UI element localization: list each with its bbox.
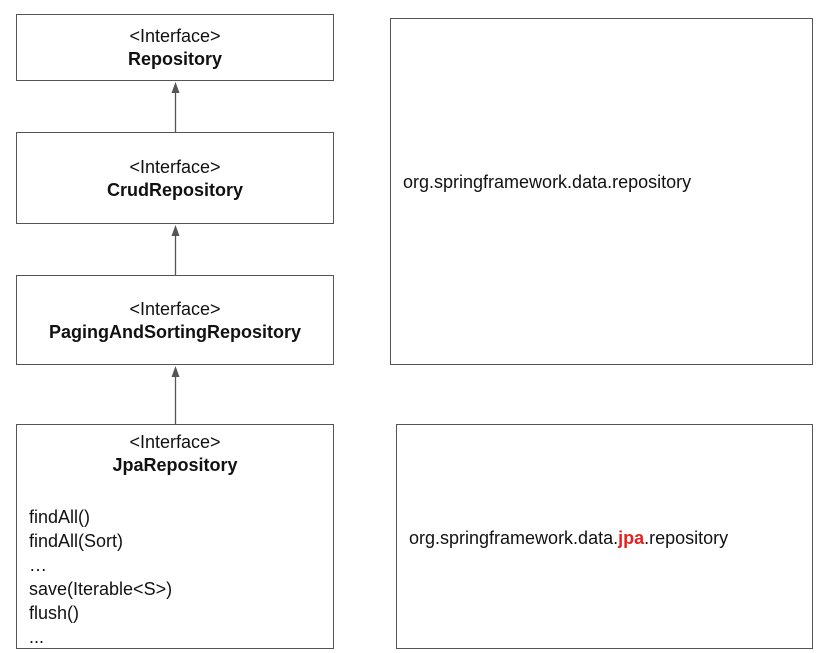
jpa-package-highlight: jpa (618, 528, 645, 548)
arrow-jpa-to-paging (171, 366, 180, 424)
paging-and-sorting-repository-interface-box: <Interface> PagingAndSortingRepository (16, 275, 334, 365)
jpa-package-label: org.springframework.data.jpa.repository (409, 527, 728, 549)
core-package-box: org.springframework.data.repository (390, 18, 813, 365)
jpa-repository-interface-box: <Interface> JpaRepository findAll() find… (16, 424, 334, 649)
method-item: save(Iterable<S>) (29, 579, 173, 599)
repository-interface-box: <Interface> Repository (16, 14, 334, 81)
interface-name: CrudRepository (106, 180, 243, 200)
stereotype-label: <Interface> (129, 432, 221, 452)
method-item: ... (29, 627, 45, 647)
jpa-package-prefix: org.springframework.data. (409, 528, 619, 548)
stereotype-label: <Interface> (129, 157, 221, 177)
interface-name: PagingAndSortingRepository (49, 322, 301, 342)
core-package-label: org.springframework.data.repository (403, 172, 692, 192)
crud-repository-interface-box: <Interface> CrudRepository (16, 132, 334, 224)
stereotype-label: <Interface> (129, 299, 221, 319)
jpa-package-box: org.springframework.data.jpa.repository (396, 424, 813, 649)
jpa-package-suffix: .repository (644, 528, 729, 548)
arrow-crud-to-repository (171, 82, 180, 132)
method-list: findAll() findAll(Sort) … save(Iterable<… (29, 505, 172, 649)
arrow-paging-to-crud (171, 225, 180, 275)
interface-name: Repository (127, 49, 223, 69)
interface-name: JpaRepository (112, 455, 238, 475)
method-item: … (29, 555, 47, 575)
method-item: findAll(Sort) (29, 531, 124, 551)
method-item: findAll() (29, 507, 91, 527)
stereotype-label: <Interface> (129, 26, 221, 46)
method-item: flush() (29, 603, 80, 623)
